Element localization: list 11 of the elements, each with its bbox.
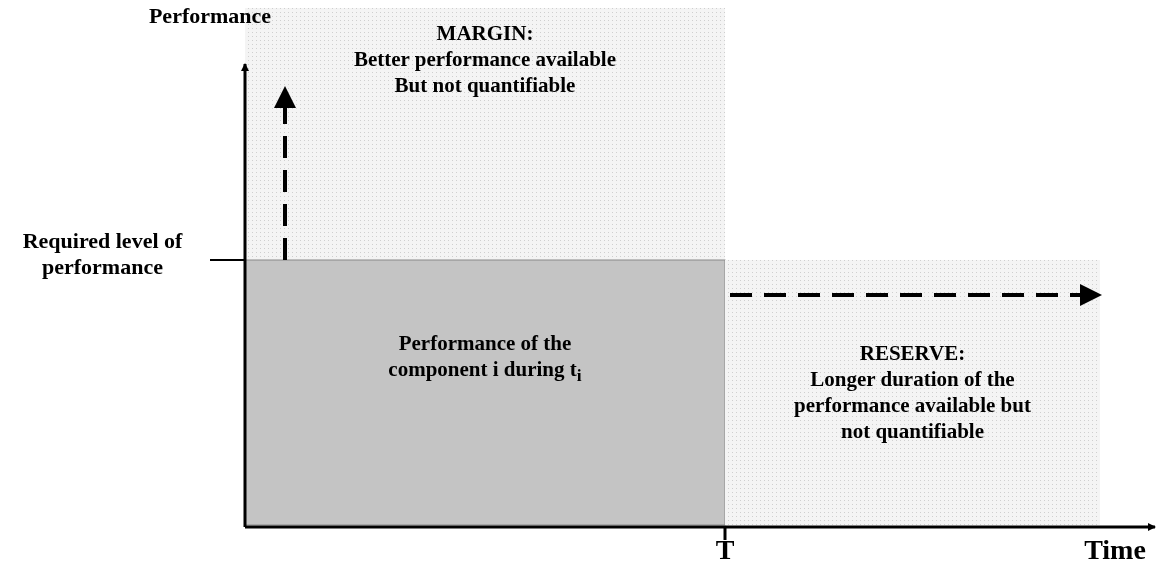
level-label: Required level of performance: [21, 228, 184, 280]
axis-title: Performance: [147, 3, 273, 29]
region-text: Longer duration of the performance available but not quantifiable: [793, 366, 1032, 444]
tick-label: T: [714, 534, 736, 566]
region-heading: MARGIN:: [436, 20, 534, 46]
performance-block: [244, 259, 726, 526]
region-text: Performance of the component i during t$_{i}$: [387, 330, 583, 388]
region-text: Better performance available But not quantifiable: [353, 46, 617, 98]
reserve-region: [725, 260, 1100, 525]
axis-title: Time: [1083, 534, 1147, 566]
region-heading: RESERVE:: [859, 340, 966, 366]
